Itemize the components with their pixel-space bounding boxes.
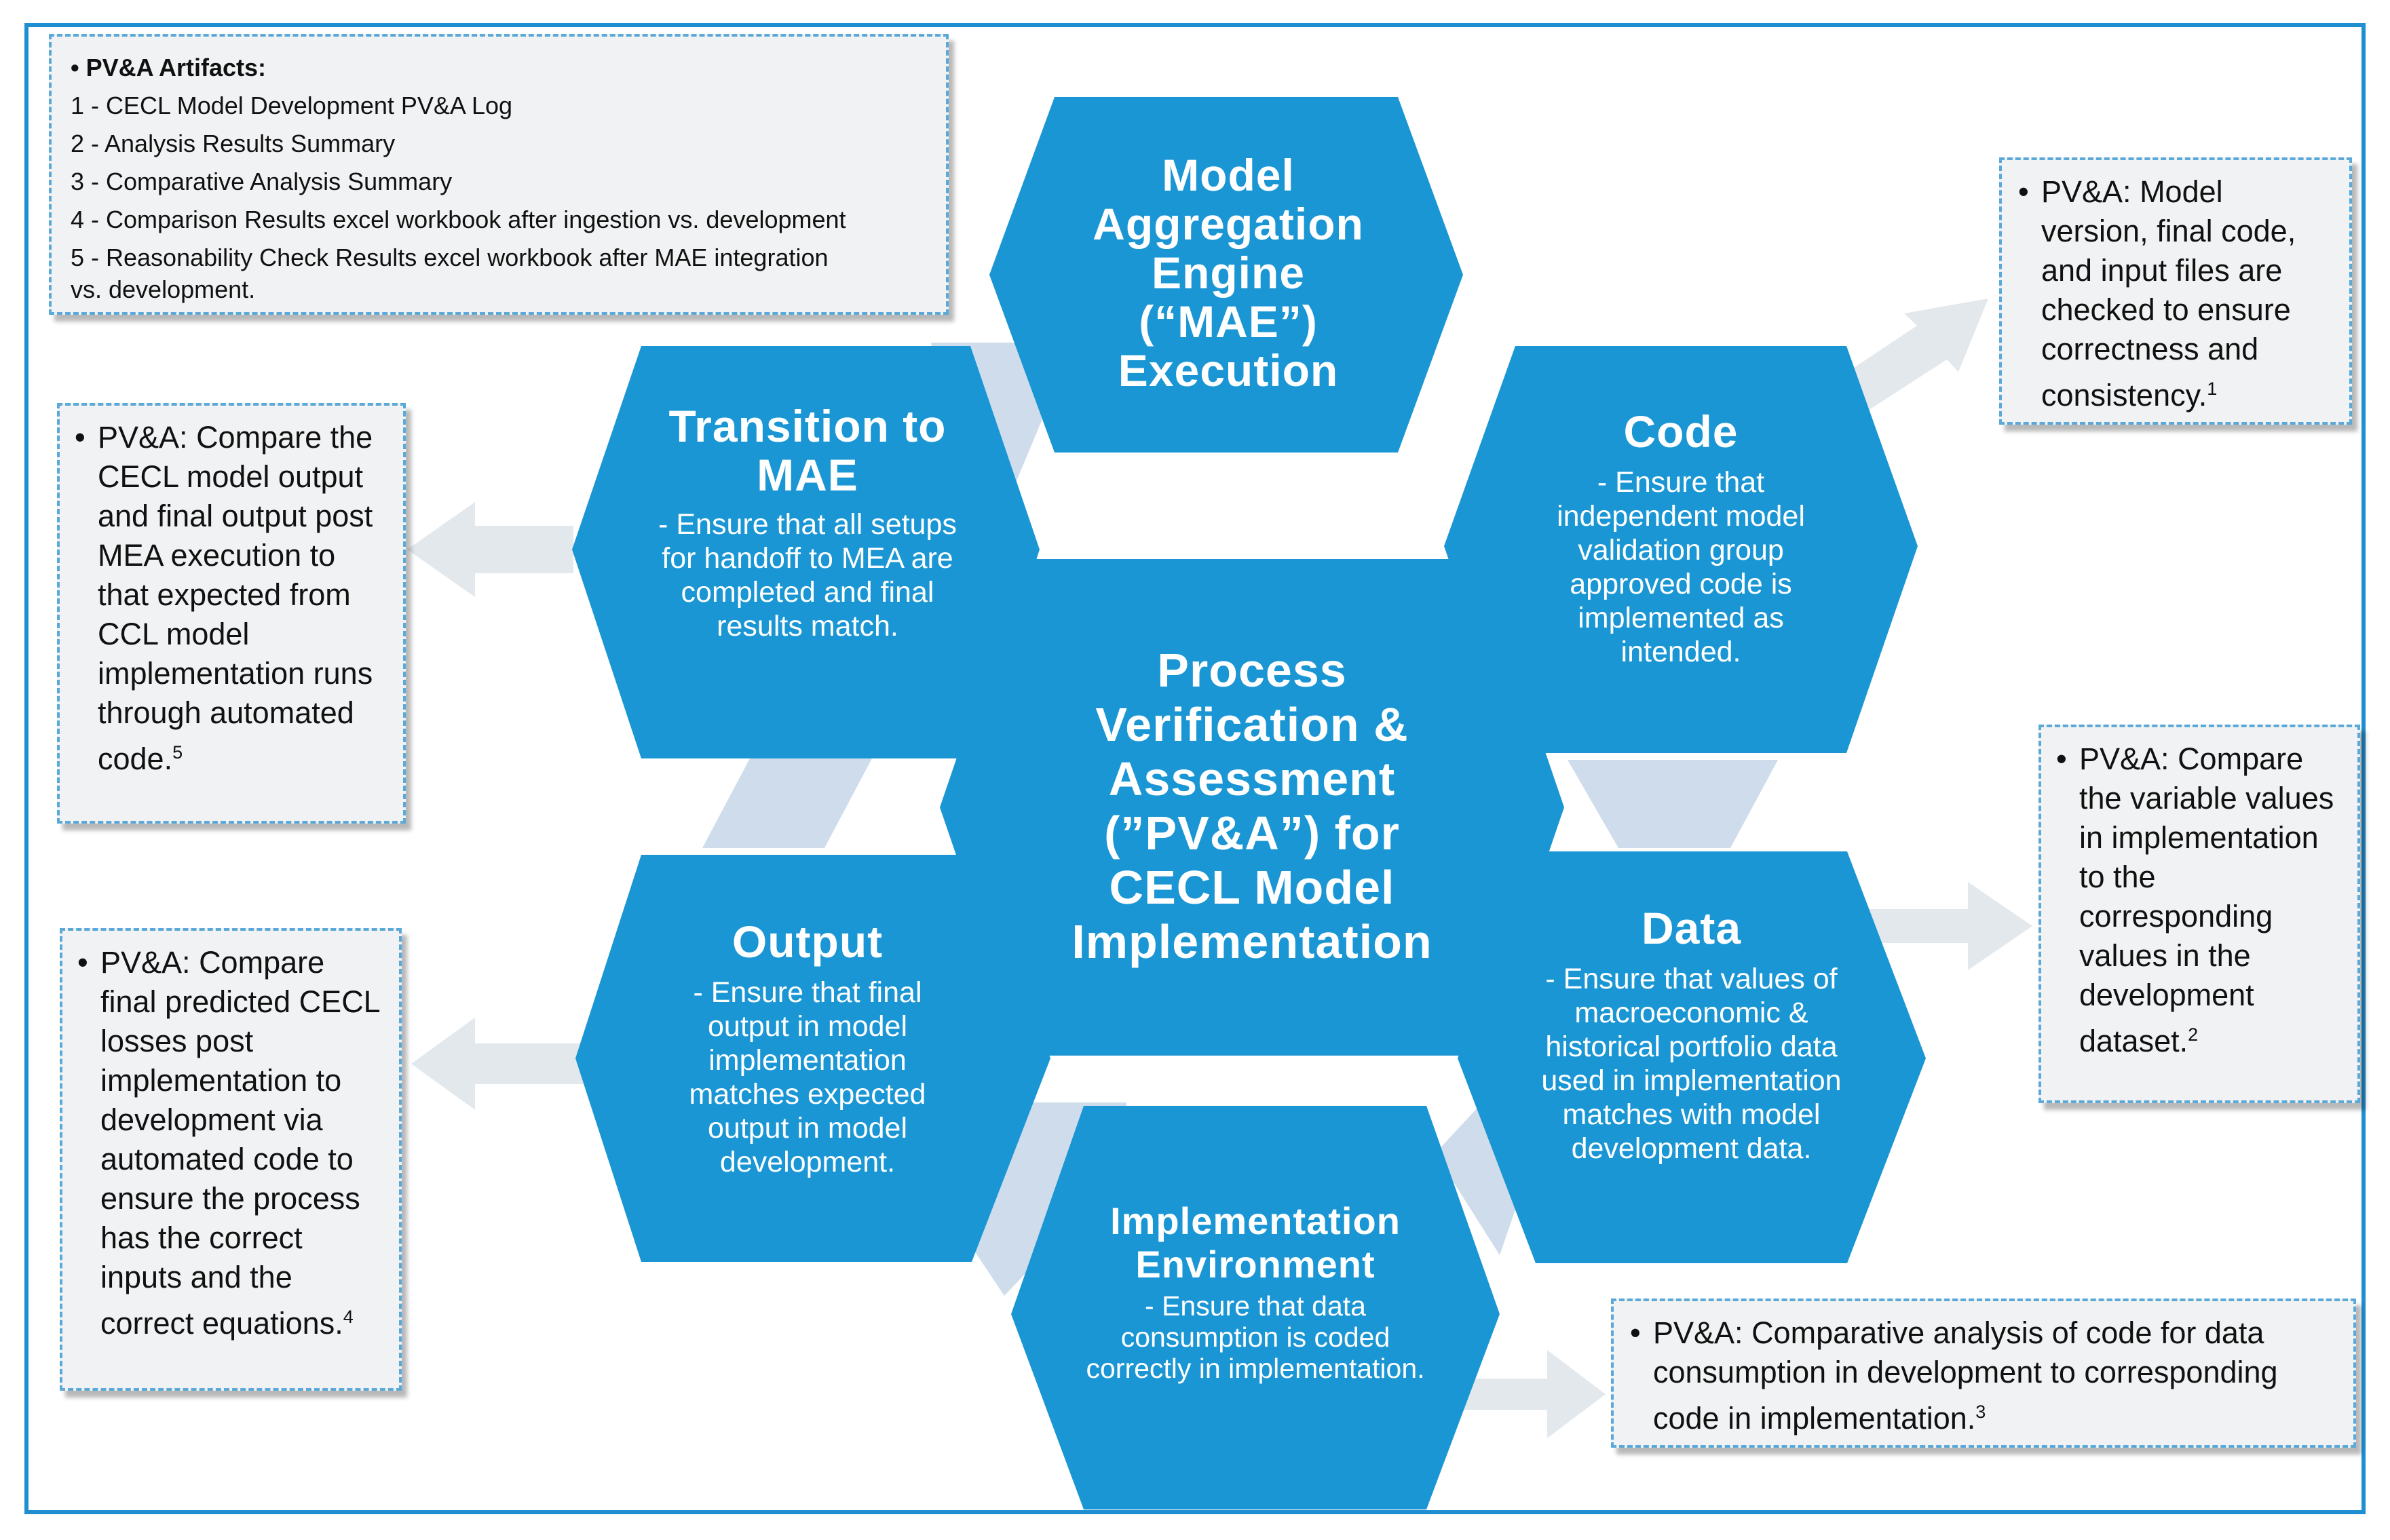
artifacts-heading: • PV&A Artifacts: bbox=[71, 54, 266, 81]
hexagon-transition-title: Transition to MAE bbox=[668, 401, 947, 500]
artifact-item: 1 - CECL Model Development PV&A Log bbox=[71, 92, 513, 119]
note-code-ref: 1 bbox=[2207, 379, 2218, 399]
note-transition: • PV&A: Compare the CECL model output an… bbox=[57, 403, 406, 824]
hexagon-env-text: Implementation Environment - Ensure that… bbox=[1086, 1199, 1425, 1384]
bullet-icon: • bbox=[77, 945, 88, 980]
bullet-icon: • bbox=[2018, 174, 2029, 209]
note-data-ref: 2 bbox=[2188, 1024, 2199, 1045]
note-env: • PV&A: Comparative analysis of code for… bbox=[1611, 1298, 2356, 1448]
note-code: • PV&A: Model version, final code, and i… bbox=[1999, 157, 2352, 425]
note-env-text: PV&A: Comparative analysis of code for d… bbox=[1653, 1315, 2278, 1436]
bullet-icon: • bbox=[1630, 1315, 1641, 1350]
arrow-env-note bbox=[1454, 1350, 1606, 1438]
hexagon-output-desc: - Ensure that final output in model impl… bbox=[689, 976, 926, 1178]
artifact-item: 3 - Comparative Analysis Summary bbox=[71, 168, 453, 195]
note-output-ref: 4 bbox=[343, 1307, 354, 1327]
hexagon-data-desc: - Ensure that values of macroeconomic & … bbox=[1541, 963, 1842, 1165]
artifact-item: 4 - Comparison Results excel workbook af… bbox=[71, 206, 846, 233]
artifact-item: vs. development. bbox=[71, 275, 256, 303]
note-transition-ref: 5 bbox=[172, 742, 183, 763]
hexagon-data-title: Data bbox=[1641, 903, 1742, 953]
hexagon-code-desc: - Ensure that independent model validati… bbox=[1557, 466, 1805, 668]
note-transition-text: PV&A: Compare the CECL model output and … bbox=[98, 420, 373, 776]
note-env-ref: 3 bbox=[1975, 1402, 1986, 1422]
diagram-frame bbox=[24, 23, 2366, 1514]
artifact-item: 2 - Analysis Results Summary bbox=[71, 130, 396, 157]
hexagon-transition-desc: - Ensure that all setups for handoff to … bbox=[658, 508, 957, 642]
note-data: • PV&A: Compare the variable values in i… bbox=[2038, 725, 2360, 1103]
hexagon-output-text: Output - Ensure that final output in mod… bbox=[662, 916, 953, 1179]
arrow-data-note bbox=[1861, 882, 2032, 970]
bullet-icon: • bbox=[75, 420, 86, 455]
arrow-output-note bbox=[411, 1018, 585, 1110]
hexagon-data bbox=[1458, 851, 1926, 1263]
hexagon-mae-text: Model Aggregation Engine (“MAE”) Executi… bbox=[1065, 151, 1391, 395]
hexagon-mae bbox=[989, 97, 1463, 453]
hexagon-data-text: Data - Ensure that values of macroeconom… bbox=[1527, 902, 1856, 1166]
note-data-text: PV&A: Compare the variable values in imp… bbox=[2079, 742, 2334, 1058]
artifacts-box: • PV&A Artifacts: 1 - CECL Model Develop… bbox=[49, 34, 949, 315]
artifact-item: 5 - Reasonability Check Results excel wo… bbox=[71, 244, 829, 271]
hexagon-code-text: Code - Ensure that independent model val… bbox=[1515, 406, 1847, 669]
hexagon-center bbox=[940, 559, 1564, 1056]
note-code-text: PV&A: Model version, final code, and inp… bbox=[2041, 174, 2296, 412]
hexagon-center-title: Process Verification & Assessment (”PV&A… bbox=[1071, 644, 1433, 968]
hexagon-transition-text: Transition to MAE - Ensure that all setu… bbox=[645, 402, 970, 643]
hexagon-env bbox=[1011, 1106, 1500, 1509]
hexagon-env-desc: - Ensure that data consumption is coded … bbox=[1086, 1290, 1425, 1384]
hexagon-output-title: Output bbox=[732, 917, 884, 967]
note-output: • PV&A: Compare final predicted CECL los… bbox=[60, 928, 402, 1391]
hexagon-env-title: Implementation Environment bbox=[1110, 1199, 1401, 1286]
hexagon-output bbox=[575, 855, 1050, 1262]
hexagon-center-text: Process Verification & Assessment (”PV&A… bbox=[1045, 643, 1459, 969]
hexagon-mae-title: Model Aggregation Engine (“MAE”) Executi… bbox=[1093, 150, 1364, 396]
hexagon-code-title: Code bbox=[1623, 406, 1739, 457]
note-output-text: PV&A: Compare final predicted CECL losse… bbox=[100, 945, 380, 1341]
arrow-code-note bbox=[1836, 299, 1988, 414]
arrow-transition-note bbox=[407, 502, 573, 597]
connector-transition-output bbox=[702, 758, 872, 848]
connector-code-data bbox=[1568, 760, 1778, 848]
hexagon-transition bbox=[572, 346, 1040, 758]
hexagon-code bbox=[1444, 346, 1918, 753]
bullet-icon: • bbox=[2056, 742, 2067, 776]
